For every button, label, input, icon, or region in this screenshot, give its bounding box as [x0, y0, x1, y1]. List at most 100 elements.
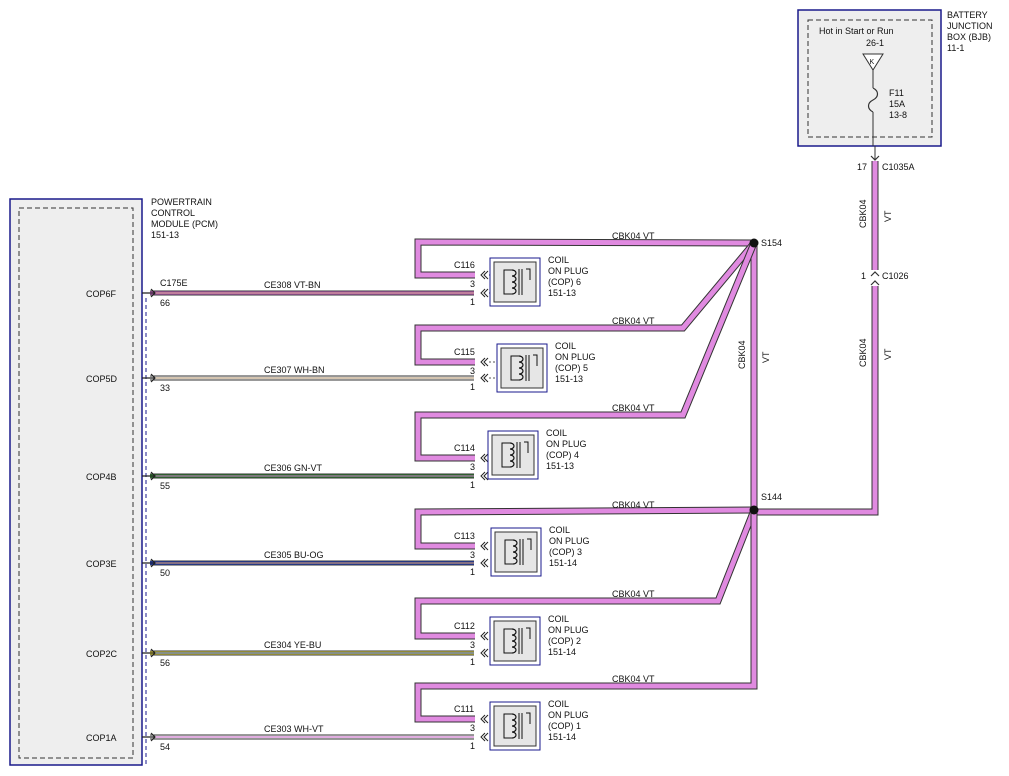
c1035a-label: C1035A	[882, 162, 915, 172]
bjb-title-line4: 11-1	[947, 43, 964, 53]
pcm-title-line1: POWERTRAIN	[151, 197, 212, 207]
power-bus-symbol: K	[870, 59, 875, 66]
riser-lower-color: VT	[883, 348, 893, 360]
feed-wire	[415, 239, 755, 278]
pin1-terminal-icon	[480, 558, 489, 568]
coil-label-line-3: (COP) 2	[548, 636, 581, 646]
feed-circuit-label: CBK04 VT	[612, 231, 655, 241]
feed-wire	[415, 507, 755, 549]
coil-label-line-3: (COP) 3	[549, 547, 582, 557]
pcm-pin-number: 56	[160, 658, 170, 668]
c1026-connector-icon	[870, 271, 880, 286]
pcm-pin-name: COP6F	[86, 289, 117, 299]
coil-pin1-label: 1	[470, 567, 475, 577]
power-bus-triangle-icon: K	[862, 53, 884, 71]
pcm-title-line4: 151-13	[151, 230, 179, 240]
feed-wire	[415, 509, 757, 639]
coil-label-line-4: 151-14	[548, 647, 576, 657]
splice-s154-dot	[749, 238, 759, 248]
coil-connector-label: C114	[454, 443, 475, 453]
coil-label-line-1: COIL	[549, 525, 570, 535]
coil-icon	[511, 713, 517, 739]
pcm-title-line2: CONTROL	[151, 208, 195, 218]
pin3-terminal-icon	[480, 541, 489, 551]
coil-label-line-4: 151-14	[548, 732, 576, 742]
coil-pin3-label: 3	[470, 366, 475, 376]
pin-terminal-icon	[142, 732, 156, 742]
coil-pin3-label: 3	[470, 640, 475, 650]
coil-connector-label: C116	[454, 260, 475, 270]
bus-circuit: CBK04	[737, 340, 747, 369]
coil-label-line-3: (COP) 5	[555, 363, 588, 373]
coil-label-line-1: COIL	[546, 428, 567, 438]
bjb-title-line2: JUNCTION	[947, 21, 993, 31]
pin-terminal-icon	[142, 648, 156, 658]
signal-circuit-label: CE306 GN-VT	[264, 463, 323, 473]
pcm-pin-name: COP1A	[86, 733, 117, 743]
coil-label-line-3: (COP) 1	[548, 721, 581, 731]
riser-upper-circuit: CBK04	[858, 199, 868, 228]
coil-label-line-3: (COP) 4	[546, 450, 579, 460]
coil-label-line-4: 151-13	[555, 374, 583, 384]
coil-pin1-label: 1	[470, 382, 475, 392]
pcm-pin-name: COP4B	[86, 472, 117, 482]
pcm-outer-box	[9, 198, 143, 766]
splice-s144: S144	[749, 492, 782, 515]
coil-icon	[511, 269, 517, 295]
riser-upper-color: VT	[883, 210, 893, 222]
bus-color: VT	[761, 351, 771, 363]
pin1-terminal-icon	[480, 732, 489, 742]
splice-s154-label: S154	[761, 238, 782, 248]
c1035a-terminal-icon	[870, 155, 880, 161]
splice-bus: CBK04 VT	[737, 243, 771, 510]
coil-connector-label: C115	[454, 347, 475, 357]
signal-circuit-label: CE307 WH-BN	[264, 365, 325, 375]
bjb-title-line1: BATTERY	[947, 10, 988, 20]
signal-circuit-label: CE305 BU-OG	[264, 550, 324, 560]
coil-label-line-1: COIL	[548, 614, 569, 624]
coil-label-line-2: ON PLUG	[548, 710, 589, 720]
coil-label-line-4: 151-13	[546, 461, 574, 471]
coil-label-line-1: COIL	[548, 699, 569, 709]
coil-pin3-label: 3	[470, 723, 475, 733]
pin-terminal-icon	[142, 288, 156, 298]
feed-wire	[415, 242, 757, 461]
pin-terminal-icon	[142, 373, 156, 383]
coil-pin1-label: 1	[470, 741, 475, 751]
coil-label-line-3: (COP) 6	[548, 277, 581, 287]
pcm-pin-number: 66	[160, 298, 170, 308]
coil-connector-label: C112	[454, 621, 475, 631]
coil-pin1-label: 1	[470, 297, 475, 307]
pcm-title-line3: MODULE (PCM)	[151, 219, 218, 229]
pcm-pin-number: 54	[160, 742, 170, 752]
splice-s154: S154	[749, 238, 782, 248]
coil-label-line-4: 151-13	[548, 288, 576, 298]
pin3-terminal-icon	[480, 270, 489, 280]
coil-connector-label: C113	[454, 531, 475, 541]
fuse-rating: 15A	[889, 99, 905, 109]
pin3-terminal-icon	[480, 357, 489, 367]
splice-s144-label: S144	[761, 492, 782, 502]
coil-label-line-2: ON PLUG	[548, 625, 589, 635]
bjb-outer-box	[797, 9, 942, 147]
coil-label-line-2: ON PLUG	[546, 439, 587, 449]
coil-pin3-label: 3	[470, 462, 475, 472]
pin3-terminal-icon	[480, 714, 489, 724]
riser-lower-circuit: CBK04	[858, 338, 868, 367]
pin-terminal-icon	[142, 471, 156, 481]
pcm-pin-number: 33	[160, 383, 170, 393]
pcm-inner-box	[18, 207, 134, 759]
coil-label-line-1: COIL	[548, 255, 569, 265]
coil-pin3-label: 3	[470, 279, 475, 289]
pcm-pin-name: COP2C	[86, 649, 118, 659]
signal-circuit-label: CE303 WH-VT	[264, 724, 324, 734]
coil-label-line-1: COIL	[555, 341, 576, 351]
bjb-hot-label: Hot in Start or Run	[819, 26, 894, 36]
feed-circuit-label: CBK04 VT	[612, 500, 655, 510]
pin1-terminal-icon	[480, 288, 489, 298]
